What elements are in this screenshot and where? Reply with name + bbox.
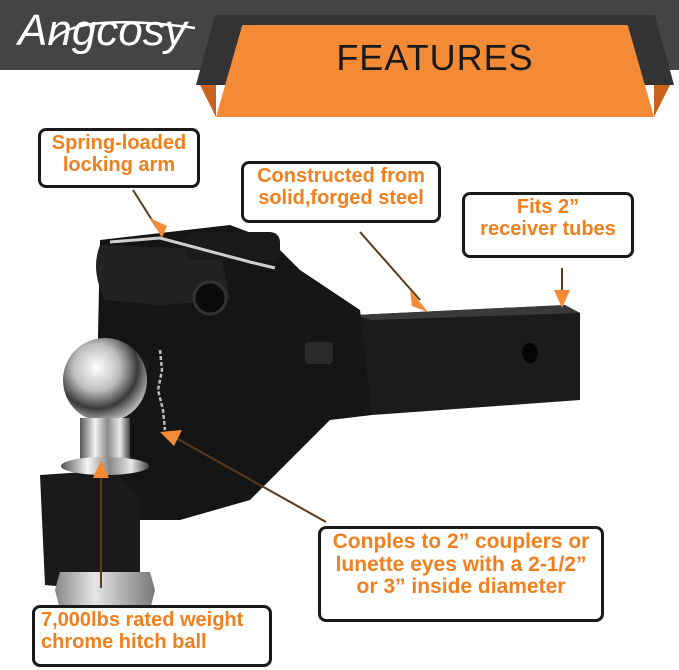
- callout-hitch-ball-line1: 7,000lbs rated weight: [41, 609, 244, 631]
- title-tab: FEATURES: [200, 25, 670, 117]
- callout-forged-steel-line1: Constructed from: [257, 165, 425, 187]
- page-title: FEATURES: [336, 37, 534, 78]
- callout-couplers-line2: lunette eyes with a 2-1/2”: [335, 552, 587, 576]
- callout-receiver: Fits 2” receiver tubes: [462, 192, 634, 258]
- callout-hitch-ball: 7,000lbs rated weight chrome hitch ball: [32, 605, 272, 667]
- callout-hitch-ball-line2: chrome hitch ball: [41, 630, 207, 653]
- brand-swoosh-icon: [48, 21, 196, 45]
- callout-locking-arm: Spring-loaded locking arm: [38, 128, 200, 188]
- callout-forged-steel: Constructed from solid,forged steel: [241, 161, 441, 223]
- title-tab-bg: [216, 25, 654, 117]
- callout-couplers-line3: or 3” inside diameter: [356, 575, 566, 599]
- callout-forged-steel-line2: solid,forged steel: [258, 186, 424, 209]
- callout-couplers: Conples to 2” couplers or lunette eyes w…: [318, 526, 604, 622]
- callout-receiver-line2: receiver tubes: [480, 217, 616, 240]
- callout-locking-arm-line2: locking arm: [62, 153, 176, 176]
- callout-couplers-line1: Conples to 2” couplers or: [332, 530, 590, 553]
- brand-logo: Angcosy: [18, 6, 187, 55]
- callout-receiver-line1: Fits 2”: [516, 196, 580, 218]
- callout-locking-arm-line1: Spring-loaded: [51, 132, 187, 154]
